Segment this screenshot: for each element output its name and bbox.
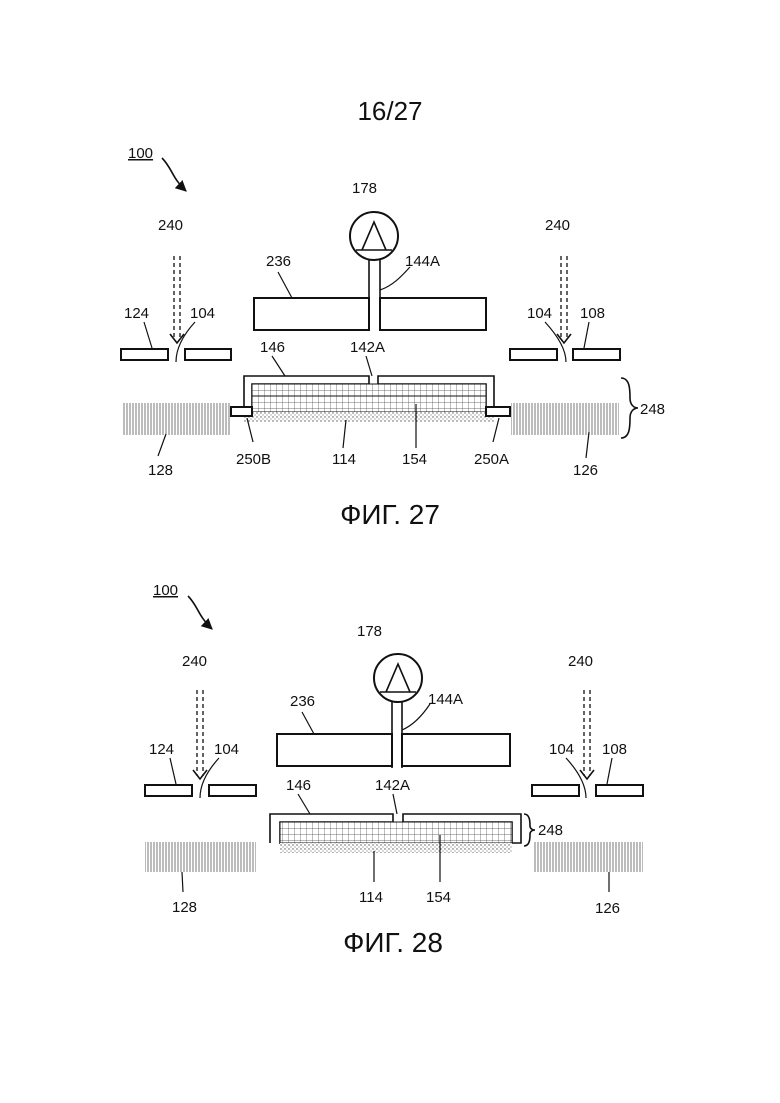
tube-leader <box>380 267 410 290</box>
label-skin-right: 126 <box>573 462 598 479</box>
skin-right <box>533 842 643 872</box>
airflow-right-arrow <box>561 256 567 340</box>
label-right-gap: 104 <box>549 741 574 758</box>
tab-left <box>231 407 252 416</box>
label-plate: 236 <box>266 253 291 270</box>
right-panel-leader <box>584 322 589 348</box>
label-airflow-left: 240 <box>182 653 207 670</box>
airflow-right-head <box>580 770 594 779</box>
plate-left <box>254 298 369 330</box>
label-layer: 154 <box>402 451 427 468</box>
plate-leader <box>278 272 292 298</box>
right-panel-b <box>573 349 620 360</box>
caption-fig-28: ФИГ. 28 <box>343 927 443 958</box>
label-pump: 178 <box>357 623 382 640</box>
brace-248 <box>621 378 638 438</box>
label-airflow-left: 240 <box>158 217 183 234</box>
pump-symbol <box>374 654 422 702</box>
label-brace: 248 <box>640 401 665 418</box>
left-panel-a <box>121 349 168 360</box>
pump-tube <box>392 702 402 768</box>
skin-left-leader <box>182 872 183 892</box>
page-number: 16/27 <box>357 96 422 126</box>
left-panel-a <box>145 785 192 796</box>
foam-layer <box>252 384 486 396</box>
label-cover: 146 <box>260 339 285 356</box>
left-panel-leader <box>170 758 176 784</box>
system-arrow <box>162 158 186 191</box>
label-right-gap: 104 <box>527 305 552 322</box>
label-port: 142A <box>350 339 385 356</box>
brace-248 <box>524 814 535 846</box>
label-skin-left: 128 <box>172 899 197 916</box>
skin-right-leader <box>586 432 589 458</box>
label-pump: 178 <box>352 180 377 197</box>
cover-leader <box>298 794 310 814</box>
left-panel-b <box>185 349 231 360</box>
plate-right <box>402 734 510 766</box>
label-tube: 144A <box>428 691 463 708</box>
label-foam: 114 <box>332 451 356 468</box>
label-left-gap: 104 <box>190 305 215 322</box>
tab-right <box>486 407 510 416</box>
contact-layer <box>244 412 494 422</box>
airflow-right-arrow <box>584 690 590 776</box>
tube-leader <box>402 704 430 730</box>
plate-right <box>380 298 486 330</box>
label-tube: 144A <box>405 253 440 270</box>
foam-leader <box>343 420 346 448</box>
label-tab-right: 250A <box>474 451 509 468</box>
figure-28: 100 178 144A 236 124 104 240 240 104 108 <box>145 582 643 958</box>
label-right-panel: 108 <box>580 305 605 322</box>
label-tab-left: 250B <box>236 451 271 468</box>
label-layer: 154 <box>426 889 451 906</box>
label-airflow-right: 240 <box>545 217 570 234</box>
label-right-panel: 108 <box>602 741 627 758</box>
port-leader <box>393 794 397 814</box>
right-panel-a <box>532 785 579 796</box>
label-port: 142A <box>375 777 410 794</box>
airflow-left-arrow <box>197 690 203 776</box>
label-left-panel: 124 <box>124 305 149 322</box>
left-panel-leader <box>144 322 152 348</box>
label-skin-left: 128 <box>148 462 173 479</box>
left-panel-b <box>209 785 256 796</box>
system-arrow <box>188 596 212 629</box>
skin-left <box>145 842 256 872</box>
skin-left <box>122 403 230 435</box>
label-foam: 114 <box>359 889 383 906</box>
label-system: 100 <box>153 582 178 599</box>
label-brace: 248 <box>538 822 563 839</box>
plate-leader <box>302 712 314 734</box>
contact-layer <box>280 843 512 853</box>
right-panel-b <box>596 785 643 796</box>
pump-tube <box>369 260 380 330</box>
foam-layer <box>280 822 512 843</box>
label-skin-right: 126 <box>595 900 620 917</box>
right-panel-a <box>510 349 557 360</box>
skin-right <box>511 403 619 435</box>
label-system: 100 <box>128 145 153 162</box>
label-left-gap: 104 <box>214 741 239 758</box>
cover-leader <box>272 356 285 376</box>
figure-27: 100 178 144A 236 124 104 240 240 104 108 <box>121 145 665 530</box>
airflow-left-head <box>170 334 184 343</box>
port-leader <box>366 356 372 376</box>
label-plate: 236 <box>290 693 315 710</box>
plate-left <box>277 734 392 766</box>
label-left-panel: 124 <box>149 741 174 758</box>
foam-layer-lower <box>252 396 486 412</box>
skin-left-leader <box>158 434 166 456</box>
label-airflow-right: 240 <box>568 653 593 670</box>
airflow-left-arrow <box>174 256 180 340</box>
label-cover: 146 <box>286 777 311 794</box>
pump-symbol <box>350 212 398 260</box>
right-panel-leader <box>607 758 612 784</box>
caption-fig-27: ФИГ. 27 <box>340 499 440 530</box>
